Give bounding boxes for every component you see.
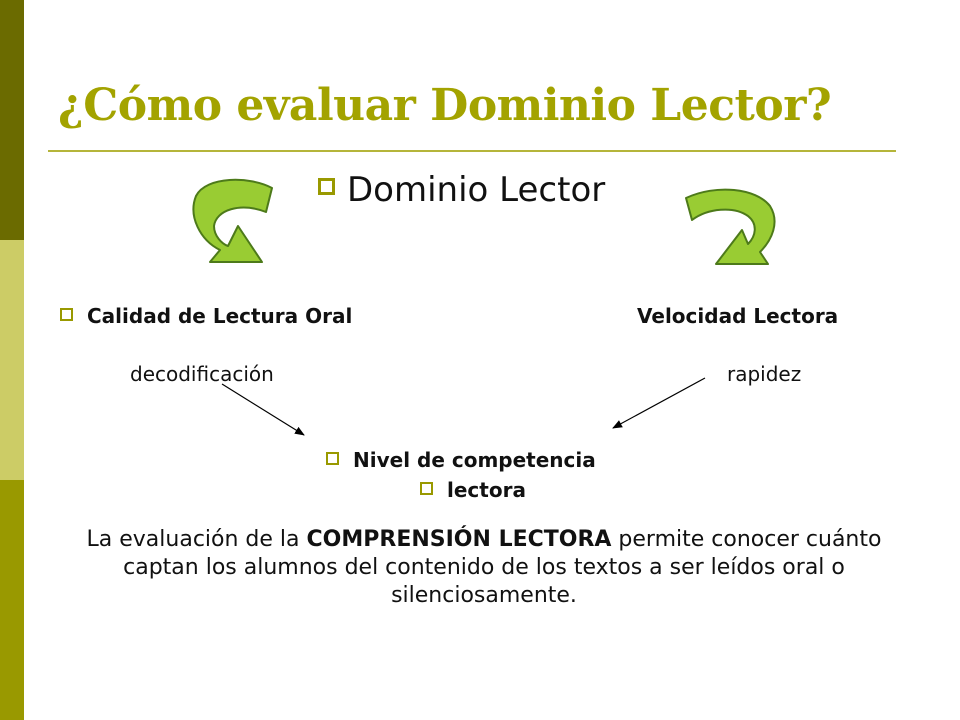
paragraph-emphasis: COMPRENSIÓN LECTORA — [306, 527, 612, 552]
right-label-row: Velocidad Lectora — [637, 304, 838, 328]
left-sub-label: decodificación — [130, 362, 274, 386]
side-bar-top — [0, 0, 24, 240]
curved-arrow-right-icon — [685, 188, 776, 265]
paragraph-post: permite conocer cuánto captan los alumno… — [123, 527, 882, 608]
side-bar-bottom — [0, 480, 24, 720]
square-bullet-icon — [318, 178, 335, 195]
right-sub-label: rapidez — [727, 362, 802, 386]
connector-arrow-right — [612, 377, 706, 429]
title-underline — [48, 150, 896, 152]
side-bar-middle — [0, 240, 24, 480]
square-bullet-icon — [326, 452, 339, 465]
center-label-line2: lectora — [447, 478, 526, 502]
right-label: Velocidad Lectora — [637, 304, 839, 328]
main-bullet: Dominio Lector — [318, 170, 605, 210]
paragraph-pre: La evaluación de la — [86, 527, 307, 552]
description-paragraph: La evaluación de la COMPRENSIÓN LECTORA … — [84, 526, 884, 610]
center-label-row-2: lectora — [420, 478, 526, 502]
center-label-row-1: Nivel de competencia — [326, 448, 596, 472]
curved-arrow-left-icon — [192, 178, 273, 263]
main-bullet-text: Dominio Lector — [347, 170, 606, 210]
center-label-line1: Nivel de competencia — [353, 448, 596, 472]
connector-arrow-left — [221, 383, 305, 436]
square-bullet-icon — [420, 482, 433, 495]
left-label: Calidad de Lectura Oral — [87, 304, 353, 328]
left-label-row: Calidad de Lectura Oral — [60, 304, 352, 328]
slide-title: ¿Cómo evaluar Dominio Lector? — [58, 80, 832, 131]
square-bullet-icon — [60, 308, 73, 321]
